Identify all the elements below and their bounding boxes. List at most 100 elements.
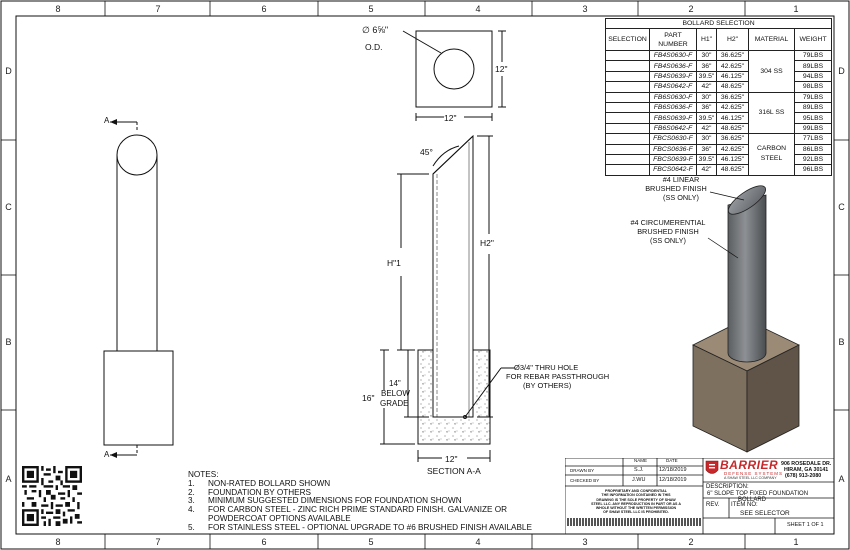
isometric-view [692,185,800,453]
zone-col-6-bottom: 6 [261,537,267,547]
table-header-h2: H2" [716,28,749,51]
zone-row-b-left: B [5,337,12,347]
table-row: FBCS0630-F 30" 36.625" CARBON STEEL 77LB… [605,133,833,176]
h2-cell: 42.625" [716,101,749,114]
weight-cell: 79LBS [793,91,833,103]
weight-cell: 89LBS [793,101,833,114]
tb-col-date: DATE [666,458,678,463]
zone-col-5-bottom: 5 [368,537,374,547]
selection-checkbox-cell[interactable] [605,112,650,124]
zone-col-4-top: 4 [475,4,481,14]
selection-checkbox-cell[interactable] [605,164,650,176]
company-tagline: A SHAW STEEL LLC COMPANY [724,476,777,480]
company-logo-icon [705,460,719,474]
h1-cell: 42" [696,81,717,93]
zone-col-5-top: 5 [368,4,374,14]
tb-item-no-value: SEE SELECTOR [740,510,790,517]
zone-col-1-bottom: 1 [793,537,799,547]
h2-cell: 46.125" [716,70,749,83]
zone-row-a-left: A [5,474,12,484]
tb-filler-bar [567,518,701,526]
part-number-cell: FBCS0639-F [649,153,697,166]
tb-proprietary-notice: PROPRIETARY AND CONFIDENTIAL THE INFORMA… [591,489,681,515]
hole-callout-line-2: FOR REBAR PASSTHROUGH [506,372,610,381]
part-number-cell: FB6S0642-F [649,122,697,135]
table-row: FB6S0636-F 36" 42.625" 89LBS [605,101,833,114]
table-row: FB6S0642-F 42" 48.625" 99LBS [605,122,833,135]
section-bollard-tube [432,134,474,418]
hole-callout-line-1: Ø3/4" THRU HOLE [514,363,579,372]
note-item: 5.FOR STAINLESS STEEL - OPTIONAL UPGRADE… [188,522,532,532]
section-depth-label: 16" [362,393,375,403]
selection-checkbox-cell[interactable] [605,70,650,83]
table-header-material: MATERIAL [748,28,795,51]
h1-cell: 36" [696,60,717,72]
callout-linear-line-1: #4 LINEAR [662,175,700,184]
weight-cell: 92LBS [793,153,833,166]
h1-cell: 39.5" [696,70,717,83]
selection-checkbox-cell[interactable] [605,143,650,155]
bollard-selection-table: BOLLARD SELECTION SELECTION PART NUMBER … [604,18,833,176]
note-item: 1.NON-RATED BOLLARD SHOWN [188,478,331,488]
selection-checkbox-cell[interactable] [605,133,650,145]
table-row: FBCS0642-F 42" 48.625" 96LBS [605,164,833,176]
zone-row-d-right: D [838,66,845,76]
material-cell-304ss: 304 SS [748,50,795,93]
plan-view [402,30,506,121]
h2-cell: 48.625" [716,81,749,93]
h2-cell: 48.625" [716,164,749,176]
selection-checkbox-cell[interactable] [605,49,650,62]
tb-drawn-by-date: 12/18/2019 [659,467,687,473]
zone-col-2-top: 2 [688,4,694,14]
tb-drawn-by-name: S.J. [634,467,644,473]
h2-cell: 36.625" [716,49,749,62]
selection-checkbox-cell[interactable] [605,81,650,93]
h1-cell: 39.5" [696,153,717,166]
title-block-grid [565,458,835,535]
zone-col-3-top: 3 [582,4,588,14]
tb-rev-label: REV. [706,502,720,508]
zone-col-3-bottom: 3 [582,537,588,547]
zone-col-7-top: 7 [155,4,161,14]
notes-title: NOTES: [188,470,219,479]
zone-col-2-bottom: 2 [688,537,694,547]
h2-cell: 42.625" [716,143,749,155]
table-row: FB6S0639-F 39.5" 46.125" 95LBS [605,112,833,124]
h2-cell: 42.625" [716,60,749,72]
table-header-part-number: PART NUMBER [649,28,697,51]
selection-checkbox-cell[interactable] [605,91,650,103]
selection-checkbox-cell[interactable] [605,122,650,135]
plan-height-label: 12" [495,64,508,74]
callout-circ-line-2: BRUSHED FINISH [637,227,699,236]
h2-cell: 46.125" [716,153,749,166]
h1-cell: 42" [696,122,717,135]
section-h2-label: H2" [480,238,494,248]
zone-row-b-right: B [838,337,845,347]
notes-block: NOTES: 1.NON-RATED BOLLARD SHOWN 2.FOUND… [188,470,532,533]
part-number-cell: FB4S0639-F [649,70,697,83]
section-view [380,134,515,462]
part-number-cell: FB4S0642-F [649,81,697,93]
qr-code-icon[interactable] [22,466,82,526]
elevation-view [103,119,174,458]
selection-checkbox-cell[interactable] [605,153,650,166]
tb-sheet-label: SHEET 1 OF 1 [787,522,824,528]
weight-cell: 94LBS [793,70,833,83]
selection-checkbox-cell[interactable] [605,101,650,114]
selection-checkbox-cell[interactable] [605,60,650,72]
h2-cell: 48.625" [716,122,749,135]
table-row: FB6S0630-F 30" 36.625" 316L SS 79LBS [605,91,833,135]
h2-cell: 36.625" [716,133,749,145]
zone-row-a-right: A [838,474,845,484]
weight-cell: 95LBS [793,112,833,124]
zone-col-6-top: 6 [261,4,267,14]
company-subname: DEFENSE SYSTEMS [724,471,784,476]
table-row: FB4S0639-F 39.5" 46.125" 94LBS [605,70,833,83]
table-header-selection: SELECTION [605,28,650,51]
part-number-cell: FB6S0636-F [649,101,697,114]
h1-cell: 30" [696,91,717,103]
h1-cell: 39.5" [696,112,717,124]
company-name: BARRIER [720,458,779,472]
